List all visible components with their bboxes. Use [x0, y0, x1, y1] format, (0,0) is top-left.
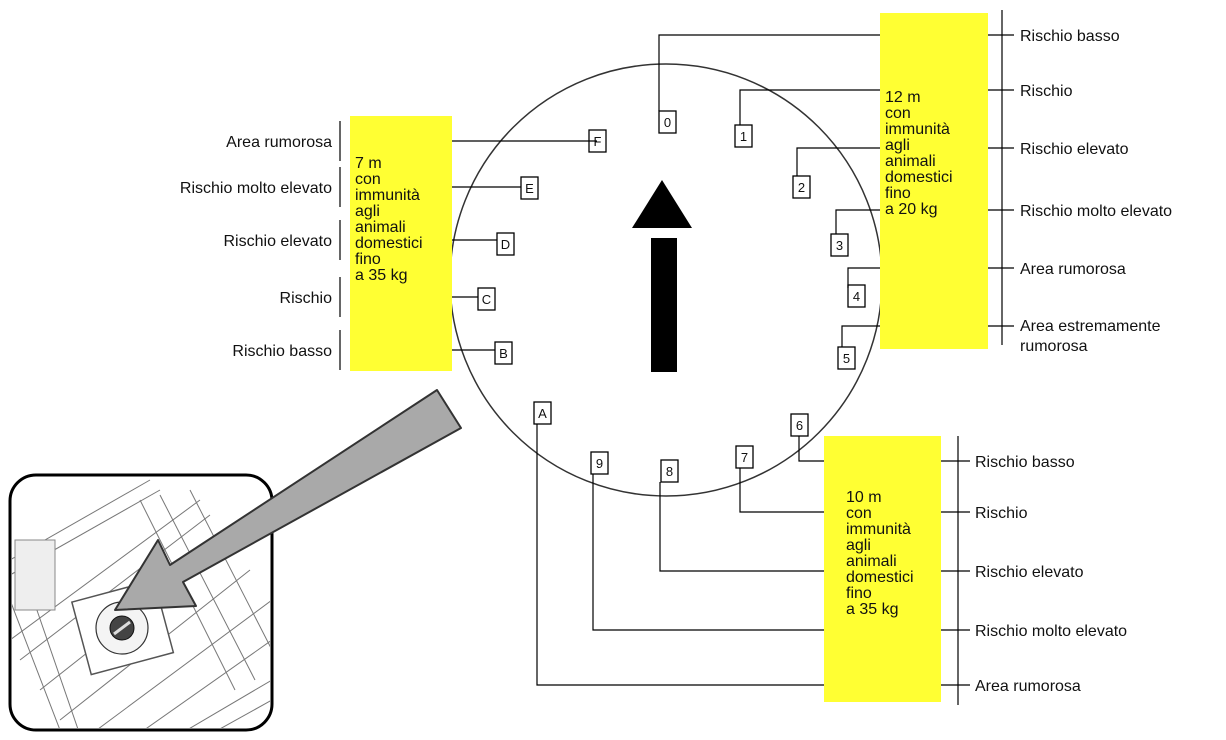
dial-position-label: 3: [836, 238, 843, 253]
leader-line: [798, 436, 824, 462]
range-box-line: a 35 kg: [846, 601, 899, 618]
leader-line: [536, 424, 824, 686]
right-bottom-label-4: Area rumorosa: [975, 678, 1081, 695]
range-box-line: a 20 kg: [885, 201, 938, 218]
left-label-4: Rischio basso: [232, 343, 332, 360]
right-top-label-1: Rischio: [1020, 83, 1073, 100]
leader-line: [739, 89, 880, 125]
dial-position-1: 1: [734, 124, 753, 148]
dial-position-label: E: [525, 181, 534, 196]
dial-position-5: 5: [837, 346, 856, 370]
right-bottom-label-3: Rischio molto elevato: [975, 623, 1127, 640]
dial-position-label: 5: [843, 351, 850, 366]
dial-position-a: A: [533, 401, 552, 425]
left-label-0: Area rumorosa: [226, 134, 332, 151]
dial-position-label: 2: [798, 180, 805, 195]
left-label-1: Rischio molto elevato: [180, 180, 332, 197]
range-box-line: immunità: [355, 187, 420, 204]
dial-position-e: E: [520, 176, 539, 200]
dial-position-label: 0: [664, 115, 671, 130]
dial-position-label: 1: [740, 129, 747, 144]
range-box-line: fino: [885, 185, 911, 202]
dial-position-2: 2: [792, 175, 811, 199]
right-top-label-2: Rischio elevato: [1020, 141, 1129, 158]
dial-position-8: 8: [660, 459, 679, 483]
dial-position-c: C: [477, 287, 496, 311]
range-box-line: immunità: [846, 521, 911, 538]
range-box-line: 12 m: [885, 89, 921, 106]
dial-position-label: A: [538, 406, 547, 421]
range-box-line: agli: [355, 203, 380, 220]
range-box-line: animali: [846, 553, 897, 570]
dial-position-label: 4: [853, 289, 860, 304]
leader-line: [659, 482, 824, 572]
dial-position-label: 6: [796, 418, 803, 433]
range-box-line: agli: [885, 137, 910, 154]
range-box-line: animali: [355, 219, 406, 236]
dial-position-3: 3: [830, 233, 849, 257]
range-box-line: agli: [846, 537, 871, 554]
range-box-line: domestici: [846, 569, 914, 586]
dial-position-b: B: [494, 341, 513, 365]
leader-line: [847, 267, 880, 288]
range-box-line: immunità: [885, 121, 950, 138]
leader-line: [841, 325, 880, 347]
north-arrow-icon: [632, 180, 692, 372]
range-box-line: 7 m: [355, 155, 382, 172]
leader-line: [796, 147, 880, 176]
dial-position-6: 6: [790, 413, 809, 437]
dial-position-label: 9: [596, 456, 603, 471]
range-box-line: fino: [355, 251, 381, 268]
range-box-line: animali: [885, 153, 936, 170]
right-top-label-4: Area rumorosa: [1020, 261, 1126, 278]
dial-position-d: D: [496, 232, 515, 256]
right-bottom-label-1: Rischio: [975, 505, 1028, 522]
left-label-2: Rischio elevato: [224, 233, 333, 250]
right-top-label-5: Area estremamente: [1020, 318, 1161, 335]
gray-pointer-arrow-icon: [114, 389, 462, 611]
range-box-line: fino: [846, 585, 872, 602]
left-label-3: Rischio: [280, 290, 333, 307]
dial-position-4: 4: [847, 284, 866, 308]
right-bottom-label-2: Rischio elevato: [975, 564, 1084, 581]
dial-position-label: F: [594, 134, 602, 149]
range-box-line: con: [885, 105, 911, 122]
rotary-switch-icon: [95, 601, 149, 655]
dial-position-9: 9: [590, 451, 609, 475]
leader-line: [592, 474, 824, 631]
right-top-label-3: Rischio molto elevato: [1020, 203, 1172, 220]
device-inset: [8, 389, 462, 732]
leader-line: [658, 34, 880, 111]
right-top-label-0: Rischio basso: [1020, 28, 1120, 45]
range-box-line: a 35 kg: [355, 267, 408, 284]
leader-line: [835, 209, 880, 234]
right-top-label-6: rumorosa: [1020, 338, 1088, 355]
leader-line: [739, 468, 824, 513]
dial-position-label: 7: [741, 450, 748, 465]
dial-position-label: D: [501, 237, 510, 252]
dial-position-label: B: [499, 346, 508, 361]
dial-position-7: 7: [735, 445, 754, 469]
range-box-line: domestici: [885, 169, 953, 186]
range-box-line: 10 m: [846, 489, 882, 506]
dial-position-0: 0: [658, 110, 677, 134]
dial-position-label: 8: [666, 464, 673, 479]
right-bottom-label-0: Rischio basso: [975, 454, 1075, 471]
range-box-line: con: [355, 171, 381, 188]
dial-position-label: C: [482, 292, 491, 307]
range-box-line: domestici: [355, 235, 423, 252]
range-box-line: con: [846, 505, 872, 522]
